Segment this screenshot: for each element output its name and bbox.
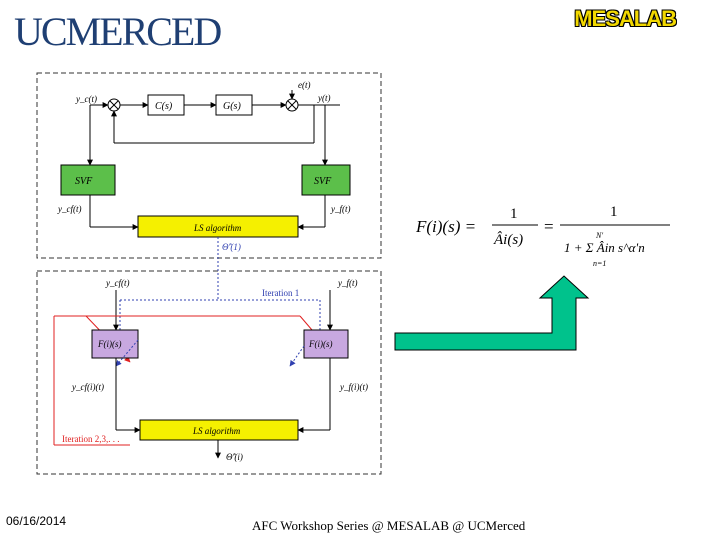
iteration-n-label: Iteration 2,3,. . .	[62, 434, 120, 444]
formula-eq: =	[544, 217, 554, 236]
footer-text: AFC Workshop Series @ MESALAB @ UCMerced	[252, 518, 526, 533]
formula-num1: 1	[510, 206, 518, 222]
ycf-i-label: y_cf(i)(t)	[71, 382, 104, 392]
formula-den1: Âi(s)	[493, 231, 523, 248]
iteration1-label: Iteration 1	[262, 288, 299, 298]
svf-right-block	[301, 164, 351, 196]
svf-left-block	[60, 164, 116, 196]
formula-num2: 1	[610, 204, 618, 220]
ycf-bottom-label: y_cf(t)	[105, 278, 129, 288]
theta-top-label: Θ̂'(1)	[222, 242, 241, 252]
cs-label: C(s)	[155, 101, 173, 112]
ls-top-label: LS algorithm	[193, 223, 242, 233]
yt-label: y(t)	[317, 93, 331, 103]
gs-label: G(s)	[223, 101, 241, 112]
bottom-frame	[36, 270, 382, 475]
svf-right-label: SVF	[314, 176, 332, 187]
ls-bottom-label: LS algorithm	[192, 426, 241, 436]
theta-bottom-label: Θ̂'(i)	[226, 452, 243, 462]
f-right-label: F(i)(s)	[308, 339, 333, 349]
mesalab-logo: MESALAB	[574, 6, 677, 31]
et-label: e(t)	[298, 80, 311, 90]
f-block-right	[303, 329, 349, 359]
yf-bottom-label: y_f(t)	[337, 278, 358, 288]
formula-lhs: F(i)(s) =	[415, 217, 476, 236]
formula-sum-bottom: n=1	[593, 259, 606, 268]
ycf-top-label: y_cf(t)	[57, 204, 81, 214]
f-left-label: F(i)(s)	[97, 339, 122, 349]
yf-i-label: y_f(i)(t)	[339, 382, 368, 392]
green-arrow	[394, 275, 590, 351]
footer-date: 06/16/2014	[6, 514, 67, 528]
f-block-left	[91, 329, 139, 359]
formula-den2: 1 + Σ Âin s^α'n	[564, 240, 645, 255]
transfer-formula: F(i)(s) = 1 Âi(s) = 1 N' 1 + Σ Âin s^α'n…	[415, 204, 670, 268]
formula-sum-top: N'	[595, 231, 603, 240]
ls-algorithm-bottom	[139, 419, 299, 441]
yf-top-label: y_f(t)	[330, 204, 351, 214]
svf-left-label: SVF	[75, 176, 93, 187]
yc-label: y_c(t)	[75, 94, 97, 104]
top-frame	[36, 72, 382, 259]
ucmerced-logo: UCMERCED	[14, 9, 222, 54]
